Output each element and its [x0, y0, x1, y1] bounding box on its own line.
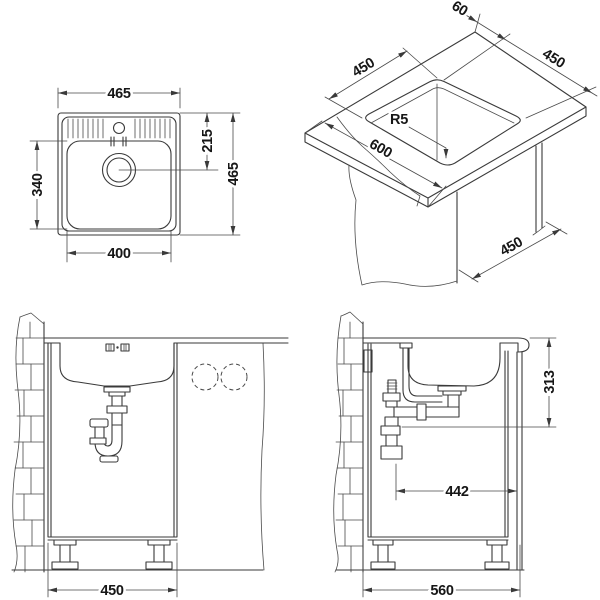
dim-line-cutout-width	[328, 50, 408, 100]
tap-hole	[112, 121, 126, 135]
wall-break-edge	[12, 316, 21, 573]
valve-threads	[386, 382, 398, 390]
dim-label-cabinet-depth: 560	[430, 583, 454, 599]
dim-label-basin-width: 400	[107, 246, 131, 262]
overflow-fitting	[399, 342, 413, 349]
sink-inner-rim	[61, 116, 177, 232]
wall-top-break	[340, 311, 364, 325]
side-waste-plumbing	[380, 379, 467, 460]
dim-seg-60-b	[476, 21, 507, 41]
dim-label-mounting-height: 313	[542, 370, 558, 394]
side-elevation: 313 442 560	[333, 311, 561, 600]
dim-label-plan-height: 465	[226, 162, 242, 186]
dim-line-worktop-depth	[324, 122, 443, 189]
overflow-marks	[110, 136, 127, 147]
right-break-line	[260, 342, 265, 571]
ext-lines-313	[401, 337, 557, 428]
wall-pipe-coupling	[380, 445, 403, 460]
cabinet-carcass	[47, 342, 178, 541]
drainboard-grooves-right	[134, 118, 171, 139]
sink-outer-rim	[57, 112, 181, 236]
pipe-coupling-nut	[416, 403, 427, 421]
drainboard-grooves-left	[67, 118, 104, 139]
dim-label-waste-offset: 442	[445, 484, 469, 500]
wall-break-edge	[333, 315, 342, 573]
front-dimensions: 450	[47, 542, 178, 600]
drain-flange	[437, 385, 467, 392]
ext-lines-lower-left	[304, 120, 447, 208]
trap-cap	[89, 418, 109, 428]
iso-cabinet	[348, 142, 546, 287]
knockout-hole-right	[220, 363, 248, 391]
dim-tail	[591, 92, 598, 97]
knockout-hole-left	[191, 363, 219, 391]
drain-tailpipe	[111, 395, 123, 407]
worktop-section	[362, 337, 530, 353]
trap-band	[89, 437, 107, 445]
ext-lines-upper-left	[324, 47, 438, 119]
front-cabinet	[47, 342, 178, 570]
dim-label-drain-offset: 215	[200, 129, 216, 153]
faucet-deck-symbol	[105, 343, 130, 352]
brick-joints	[22, 321, 33, 573]
plan-view: 465 215 465 340 400	[28, 84, 245, 265]
dim-label-basin-depth: 340	[30, 173, 46, 197]
cabinet-carcass	[367, 343, 509, 541]
ext-lines-right	[118, 112, 241, 236]
dim-label-corner-radius: R5	[390, 112, 408, 128]
valve-stem	[387, 379, 397, 394]
worktop-section	[43, 337, 289, 344]
drain-tailpipe	[447, 394, 460, 408]
wall-top-break	[19, 312, 45, 325]
cabinet-foot-front	[484, 539, 510, 570]
waste-trap	[89, 386, 131, 463]
basin-outline	[66, 140, 172, 230]
plan-dimensions: 465 215 465 340 400	[28, 84, 245, 265]
front-panel-edges	[516, 351, 523, 571]
front-elevation: 450	[11, 312, 289, 600]
dim-line-iso-cabinet-width	[471, 228, 562, 280]
dim-label-front-cabinet-width: 450	[100, 583, 124, 599]
dim-seg-60-a	[460, 11, 478, 23]
wall-pipe-collar	[380, 425, 401, 436]
trap-base	[99, 455, 119, 463]
ext-lines-bottom	[66, 230, 172, 263]
overflow-pipe	[399, 342, 443, 403]
dim-line-cutout-depth	[505, 39, 593, 94]
brick-joints	[342, 321, 352, 573]
side-dimensions: 313 442 560	[362, 337, 561, 600]
side-cabinet	[367, 343, 523, 571]
trap-nut	[106, 405, 128, 414]
basin-section	[59, 342, 175, 387]
side-wall	[333, 311, 364, 573]
cabinet-foot-back	[370, 539, 396, 570]
ext-lines-lower-right	[458, 221, 568, 283]
cabinet-foot-right	[145, 539, 173, 570]
drain-flange	[103, 386, 131, 393]
front-wall	[12, 312, 45, 573]
dim-label-plan-width: 465	[107, 86, 131, 102]
cabinet-foot-left	[51, 539, 79, 570]
